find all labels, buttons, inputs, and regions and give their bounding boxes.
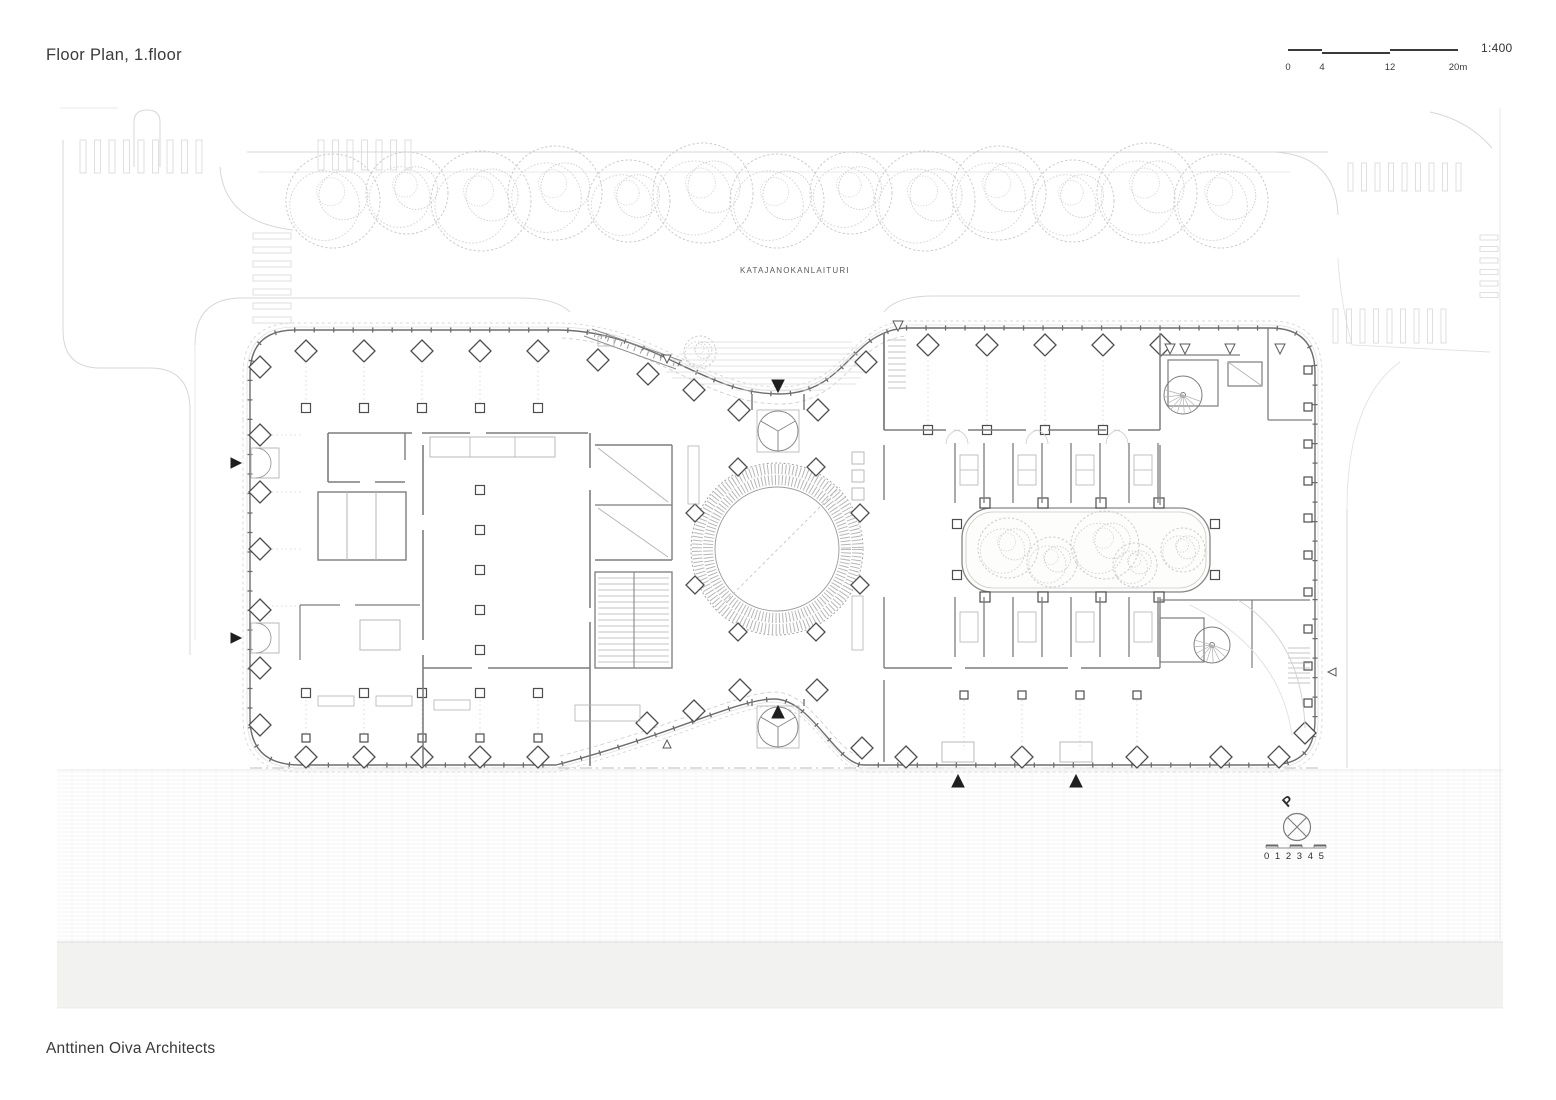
interior-walls-right [883,333,1160,763]
quay-street-label: KATAJANOKANLAITURI [740,266,850,275]
perimeter-columns [248,333,1317,769]
street-tree-row [285,142,1269,369]
central-rotunda [685,445,870,651]
west-entrances [250,447,280,654]
scale-tick-label: 0 [1285,62,1291,73]
scale-bar-segment [1288,49,1322,51]
inner-courtyard [951,497,1221,603]
architect-name: Anttinen Oiva Architects [46,1040,216,1057]
scale-bar: 0 4 12 20m [1285,46,1467,76]
scale-tick-label: 12 [1384,62,1396,73]
scale-tick-label: 20m [1448,62,1468,73]
paving-and-quay [57,769,1503,1009]
scale-bar-segment [1390,49,1458,51]
drawing-title: Floor Plan, 1.floor [46,46,182,64]
courtyard-trees [977,510,1206,588]
right-core [1159,328,1312,736]
crosswalks [79,139,1499,344]
entrance-markers [230,320,1337,788]
revolving-doors [751,394,805,749]
mini-scale-numbers: 0 1 2 3 4 5 [1264,851,1326,862]
interior-walls-left [299,432,673,766]
scale-ratio: 1:400 [1481,41,1513,55]
scale-tick-label: 4 [1319,62,1325,73]
scale-bar-segment [1322,52,1390,54]
entrance-plaza-hatch [666,341,864,391]
north-arrow [1265,812,1327,849]
